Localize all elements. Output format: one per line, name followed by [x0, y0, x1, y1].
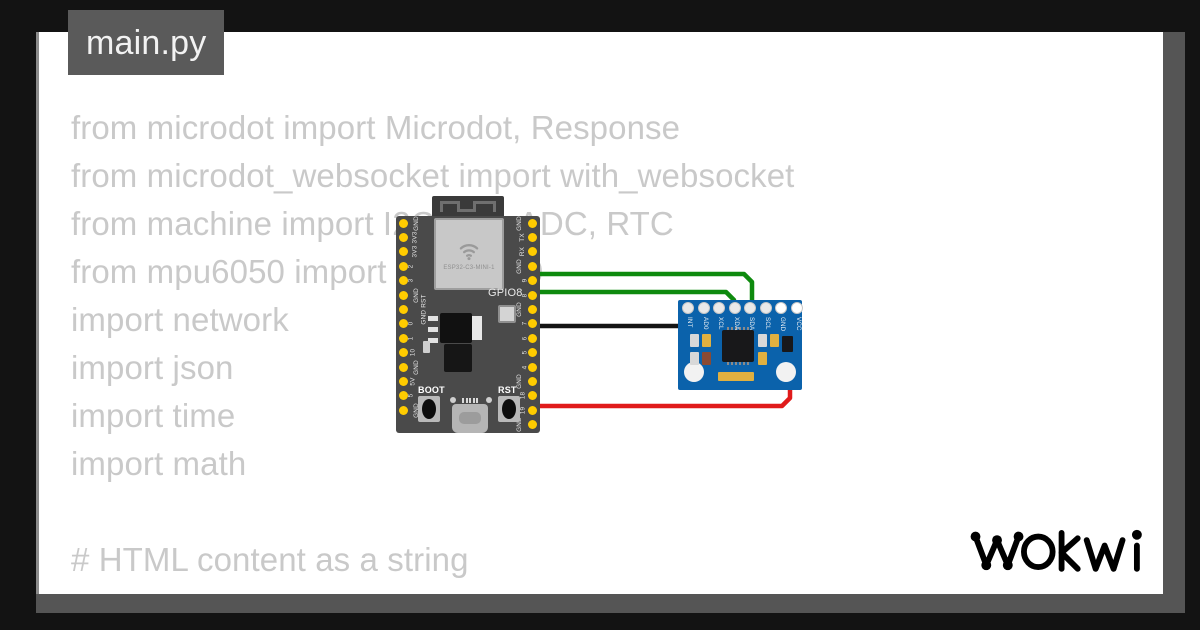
code-line: import network — [71, 301, 289, 338]
wokwi-logo-nodes — [970, 529, 1142, 571]
code-line: import time — [71, 397, 236, 434]
code-line: from microdot_websocket import with_webs… — [71, 157, 795, 194]
code-line: from microdot import Microdot, Response — [71, 109, 681, 146]
tab-main-py-label: main.py — [86, 23, 207, 62]
code-line: from mpu6050 import MPU6050 — [71, 253, 544, 290]
code-editor-card: from microdot import Microdot, Response f… — [36, 32, 1163, 594]
wokwi-logo — [970, 529, 1142, 572]
code-line: # HTML content as a string — [71, 541, 469, 578]
tab-main-py[interactable]: main.py — [68, 10, 225, 75]
footer-bar — [36, 594, 1185, 613]
code-line: from machine import I2C, Pin, ADC, RTC — [71, 205, 674, 242]
right-edge-bar — [1163, 32, 1185, 613]
code-line: HTML = """ — [71, 584, 1131, 594]
code-line: import math — [71, 445, 247, 482]
code-editor-content[interactable]: from microdot import Microdot, Response f… — [71, 104, 1131, 594]
code-line: import json — [71, 349, 234, 386]
